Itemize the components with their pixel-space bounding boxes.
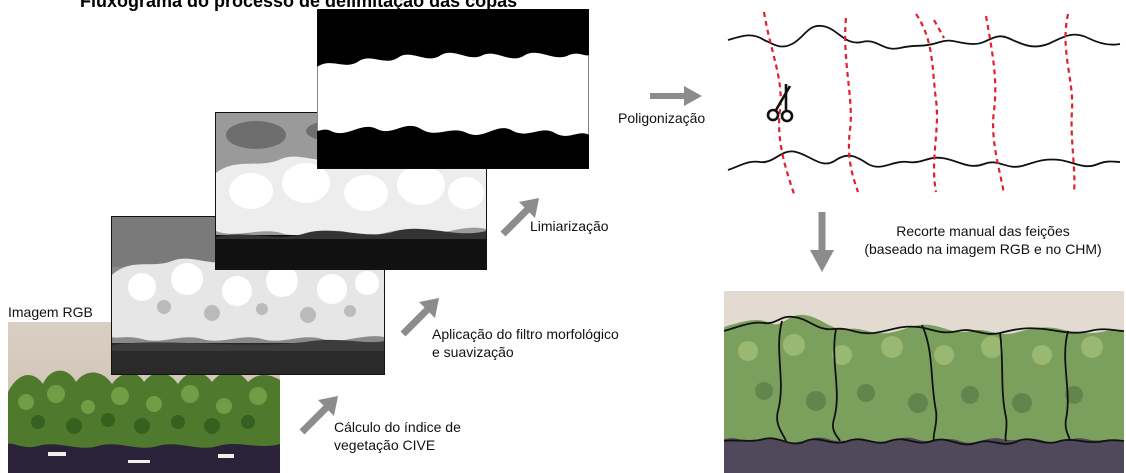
- threshold-image: [317, 9, 589, 169]
- segmented-crowns-panel: [724, 291, 1124, 473]
- figure-title: Fluxograma do processo de delimitação da…: [80, 0, 518, 11]
- arrow-to-manual-cut: [810, 212, 834, 272]
- cive-label-line2: vegetação CIVE: [334, 437, 436, 453]
- cive-label-line1: Cálculo do índice de: [334, 419, 461, 435]
- polygon-outline-image: [727, 11, 1121, 195]
- segmented-crowns-image: [724, 291, 1124, 473]
- threshold-label: Limiarização: [530, 218, 609, 234]
- scissors-icon: [766, 84, 794, 123]
- polygon-outline-diagram: [722, 10, 1122, 196]
- manual-cut-label-line2: (baseado na imagem RGB e no CHM): [864, 241, 1102, 257]
- arrow-to-polygon: [650, 86, 702, 106]
- arrow-to-threshold: [500, 198, 539, 237]
- threshold-panel: [317, 9, 589, 169]
- arrow-to-morph: [400, 298, 439, 337]
- arrow-to-cive: [299, 396, 338, 435]
- morph-label-line1: Aplicação do filtro morfológico: [432, 326, 619, 342]
- morph-label-line2: e suavização: [432, 344, 514, 360]
- manual-cut-label-line1: Recorte manual das feições: [896, 223, 1070, 239]
- rgb-image-label: Imagem RGB: [8, 304, 93, 320]
- polygon-label: Poligonização: [618, 110, 706, 126]
